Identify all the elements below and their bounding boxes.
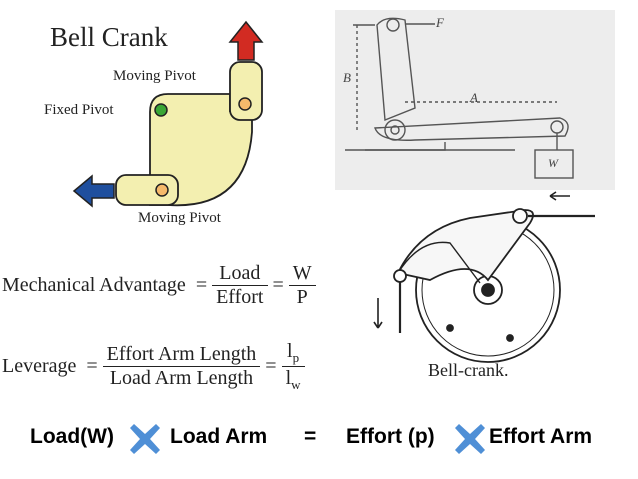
label-moving-pivot-top: Moving Pivot	[113, 68, 196, 84]
leverage-denominator-lw: lw	[282, 367, 305, 393]
ma-denominator-effort: Effort	[216, 286, 264, 308]
eq-effort: Effort (p)	[346, 425, 435, 448]
arrow-up-icon	[228, 20, 264, 61]
ma-label: Mechanical Advantage	[2, 274, 186, 296]
eq-effort-arm: Effort Arm	[489, 425, 593, 448]
bell-crank-engraving	[373, 191, 595, 363]
lw-sub: w	[291, 377, 301, 392]
label-fixed-pivot: Fixed Pivot	[44, 102, 114, 118]
eq-load-arm: Load Arm	[170, 425, 268, 448]
label-f: F	[436, 15, 444, 30]
lw-base: l	[285, 367, 292, 389]
bell-crank-drawing-panel: F B A W	[335, 10, 615, 190]
arrow-left-icon	[72, 174, 115, 208]
eq-load: Load(W)	[30, 425, 114, 448]
moving-pivot-top-dot	[238, 97, 252, 111]
lp-sub: p	[292, 350, 300, 365]
moving-pivot-bottom-dot	[155, 183, 169, 197]
ma-numerator-w: W	[288, 262, 316, 286]
bell-crank-line-drawing	[345, 17, 574, 179]
bell-crank-schematic	[72, 20, 264, 208]
ma-denominator-p: P	[296, 286, 308, 308]
label-moving-pivot-bottom: Moving Pivot	[138, 210, 221, 226]
engraving-caption: Bell-crank.	[428, 360, 509, 380]
diagram-title: Bell Crank	[50, 22, 168, 52]
label-a: A	[470, 90, 478, 105]
leverage-label: Leverage	[2, 355, 77, 377]
bottom-link	[115, 174, 179, 206]
leverage-numerator-lp: lp	[281, 340, 305, 367]
fixed-pivot-dot	[154, 103, 168, 117]
leverage-denominator: Load Arm Length	[109, 367, 254, 389]
eq-equals: =	[304, 425, 317, 448]
lp-base: l	[287, 340, 293, 362]
multiply-cross-icon-left	[130, 424, 160, 454]
top-link	[229, 61, 263, 121]
leverage-numerator: Effort Arm Length	[102, 343, 261, 367]
label-b: B	[343, 70, 351, 85]
ma-numerator-load: Load	[212, 262, 268, 286]
multiply-cross-icon-right	[455, 424, 485, 454]
label-w: W	[548, 156, 558, 170]
